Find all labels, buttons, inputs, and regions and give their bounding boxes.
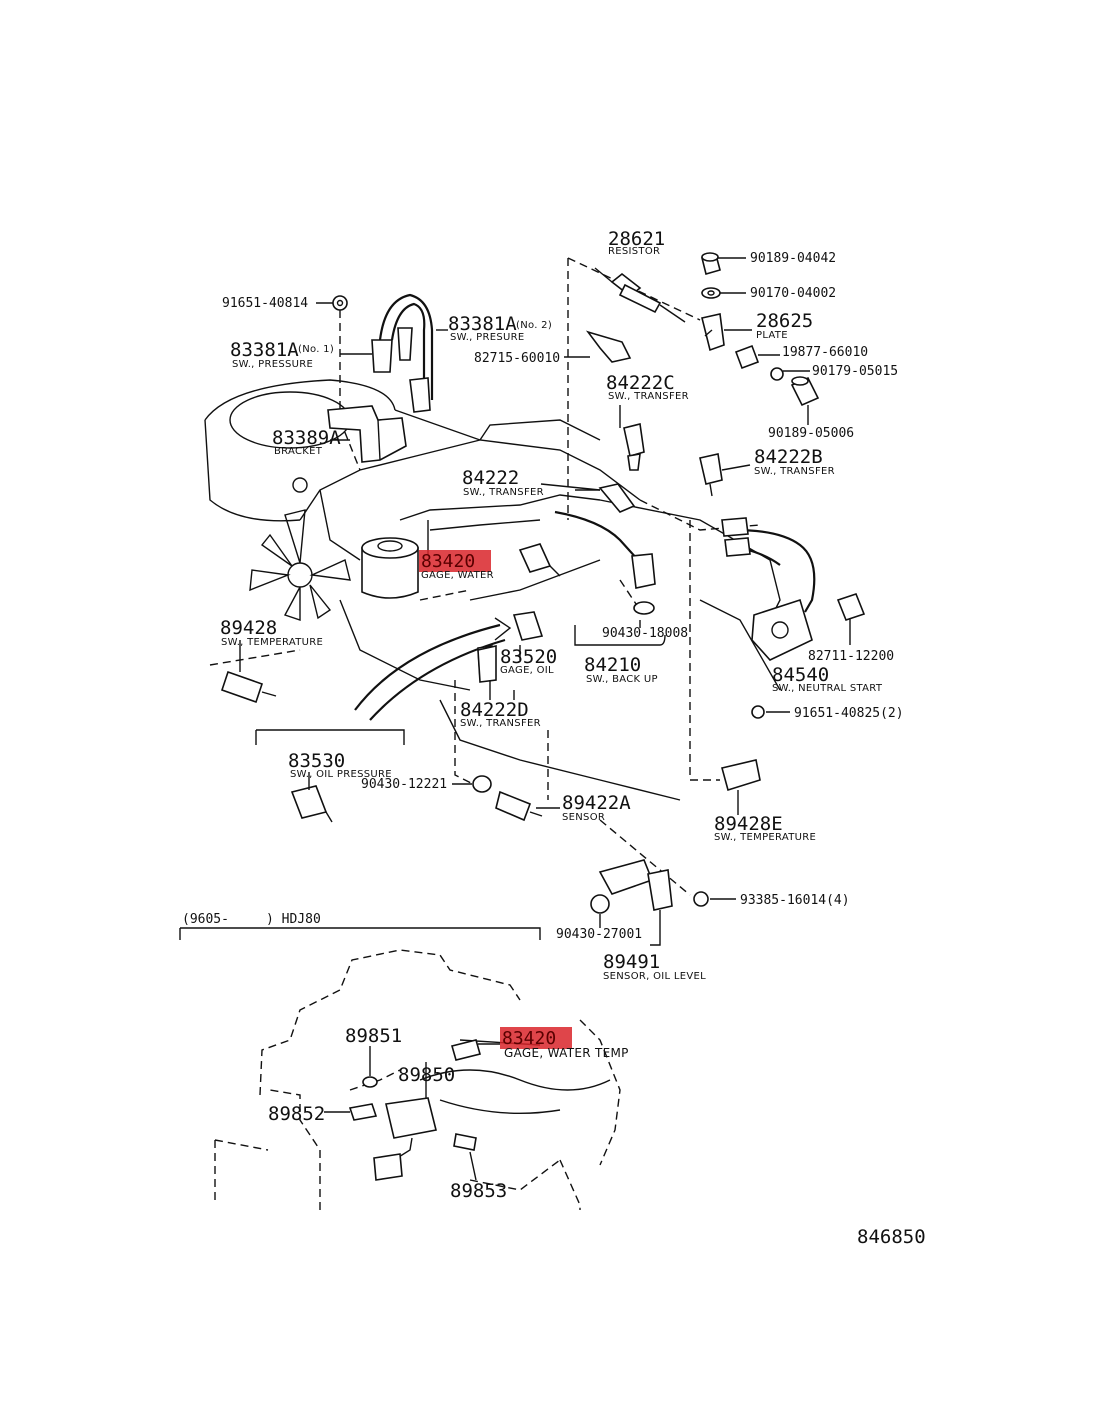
resistor-part[interactable]	[594, 267, 686, 323]
pressure-switch-assembly[interactable]	[371, 293, 434, 413]
temp-switch-89428[interactable]	[220, 670, 277, 704]
part-label-84540: SW., NEUTRAL START	[772, 683, 883, 694]
part-number-89852: 89852	[268, 1103, 325, 1125]
part-number-84222b: 84222B	[754, 446, 823, 468]
backup-switch-wiring[interactable]	[554, 510, 656, 615]
part-number-19877: 19877-66010	[782, 345, 868, 360]
part-number-84222c: 84222C	[606, 372, 675, 394]
highlight-83420-top	[419, 550, 491, 572]
part-label-83381a-no1: SW., PRESSURE	[232, 359, 313, 370]
part-90189-05006[interactable]	[790, 376, 820, 407]
neutral-start-switch[interactable]	[721, 517, 816, 719]
part-number-83420-top: 83420	[421, 551, 475, 572]
part-number-89491: 89491	[603, 951, 660, 973]
part-number-28625: 28625	[756, 310, 813, 332]
applicability-date: (9605-	[182, 912, 229, 927]
part-number-83520: 83520	[500, 646, 557, 668]
part-number-83530: 83530	[288, 750, 345, 772]
part-label-89491: SENSOR, OIL LEVEL	[603, 971, 706, 982]
part-label-89428: SW., TEMPERATURE	[221, 637, 323, 648]
part-number-89422a: 89422A	[562, 792, 631, 814]
part-label-83520: GAGE, OIL	[500, 665, 554, 676]
part-labels: 28621 RESISTOR 90189-04042 90170-04002 2…	[182, 228, 926, 1248]
part-number-84210: 84210	[584, 654, 641, 676]
part-number-84222d: 84222D	[460, 699, 529, 721]
part-label-83420-top: GAGE, WATER	[421, 570, 494, 581]
part-label-84210: SW., BACK UP	[586, 674, 658, 685]
part-number-89853: 89853	[450, 1180, 507, 1202]
plate-part[interactable]	[701, 313, 725, 352]
part-label-84222d: SW., TRANSFER	[460, 718, 541, 729]
nut-90170-04002[interactable]	[701, 287, 721, 299]
part-number-83381a-no2: 83381A	[448, 313, 517, 335]
part-label-84222b: SW., TRANSFER	[754, 466, 835, 477]
temp-switch-89428e[interactable]	[721, 759, 761, 812]
part-number-89851: 89851	[345, 1025, 402, 1047]
part-number-28621: 28621	[608, 228, 665, 250]
applicability-model: ) HDJ80	[266, 912, 321, 927]
part-label-89428e: SW., TEMPERATURE	[714, 832, 816, 843]
part-number-91651-40814: 91651-40814	[222, 296, 308, 311]
part-number-90179: 90179-05015	[812, 364, 898, 379]
part-label-28625: PLATE	[756, 330, 788, 341]
part-label-84222c: SW., TRANSFER	[608, 391, 689, 402]
part-number-84540: 84540	[772, 664, 829, 686]
washer-91651-40814[interactable]	[332, 295, 348, 311]
fan-blades	[249, 509, 351, 621]
part-number-90189-04042: 90189-04042	[750, 251, 836, 266]
bottom-engine-outline	[214, 949, 621, 1210]
part-label-83389a: BRACKET	[274, 446, 323, 457]
part-number-83381a-no1: 83381A	[230, 339, 299, 361]
sensor-89422a[interactable]	[495, 790, 543, 822]
oil-level-sensor[interactable]	[590, 859, 709, 914]
part-suffix-83381a-no2: (No. 2)	[516, 320, 552, 331]
switch-84222c[interactable]	[623, 423, 645, 471]
water-gage-sender-top[interactable]	[518, 543, 561, 577]
oil-pressure-switch-83530[interactable]	[290, 785, 333, 823]
part-number-90170-04002: 90170-04002	[750, 286, 836, 301]
part-number-82715: 82715-60010	[474, 351, 560, 366]
part-number-89850: 89850	[398, 1064, 455, 1086]
part-number-89428e: 89428E	[714, 813, 783, 835]
part-number-93385: 93385-16014(4)	[740, 893, 850, 908]
bracket-part[interactable]	[327, 405, 407, 463]
part-label-83530: SW., OIL PRESSURE	[290, 769, 392, 780]
part-number-83389a: 83389A	[272, 427, 341, 449]
part-number-91651-40825: 91651-40825(2)	[794, 706, 904, 721]
switch-84222b[interactable]	[699, 453, 723, 497]
part-label-84222: SW., TRANSFER	[463, 487, 544, 498]
part-number-90430-18008: 90430-18008	[602, 626, 688, 641]
part-number-90189-05006: 90189-05006	[768, 426, 854, 441]
part-number-82711: 82711-12200	[808, 649, 894, 664]
part-label-89422a: SENSOR	[562, 812, 605, 823]
part-suffix-83381a-no1: (No. 1)	[298, 344, 334, 355]
highlight-83420-bottom	[500, 1027, 572, 1049]
leader-lines	[179, 257, 851, 946]
nut-90189-04042[interactable]	[701, 252, 721, 275]
part-number-89428: 89428	[220, 617, 277, 639]
clip-82711[interactable]	[836, 593, 866, 621]
part-label-28621: RESISTOR	[608, 246, 660, 257]
diagram-id: 846850	[857, 1226, 926, 1248]
clip-82715[interactable]	[585, 330, 632, 363]
part-number-90430-12221: 90430-12221	[361, 777, 447, 792]
part-19877[interactable]	[734, 344, 760, 370]
part-number-83420-bottom: 83420	[502, 1028, 556, 1049]
part-label-83420-bottom: GAGE, WATER TEMP	[504, 1046, 629, 1060]
part-label-83381a-no2: SW., PRESURE	[450, 332, 524, 343]
part-number-90430-27001: 90430-27001	[556, 927, 642, 942]
switch-84222d[interactable]	[477, 645, 497, 683]
gasket-90430-12221[interactable]	[472, 775, 492, 793]
nut-90179[interactable]	[770, 367, 784, 381]
part-number-84222: 84222	[462, 467, 519, 489]
